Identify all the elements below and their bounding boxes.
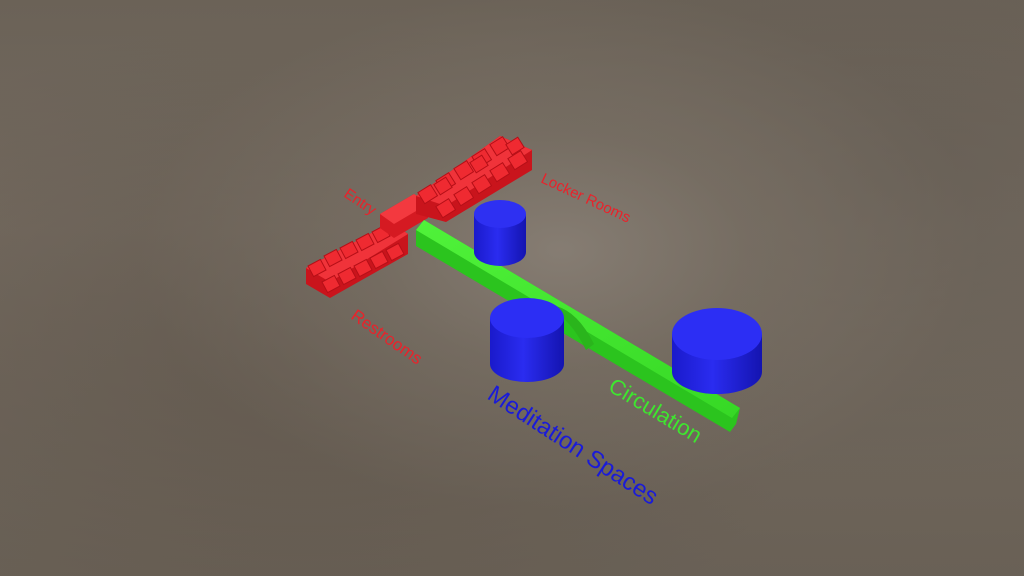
meditation-cylinder-large [672, 308, 762, 394]
restrooms-label: Restrooms [348, 306, 426, 369]
entry-label: Entry [341, 185, 380, 219]
locker-rooms-label: Locker Rooms [538, 170, 633, 226]
meditation-cylinder-back [474, 200, 526, 266]
locker-rooms-block [416, 135, 532, 222]
meditation-cylinder-front [490, 298, 564, 382]
